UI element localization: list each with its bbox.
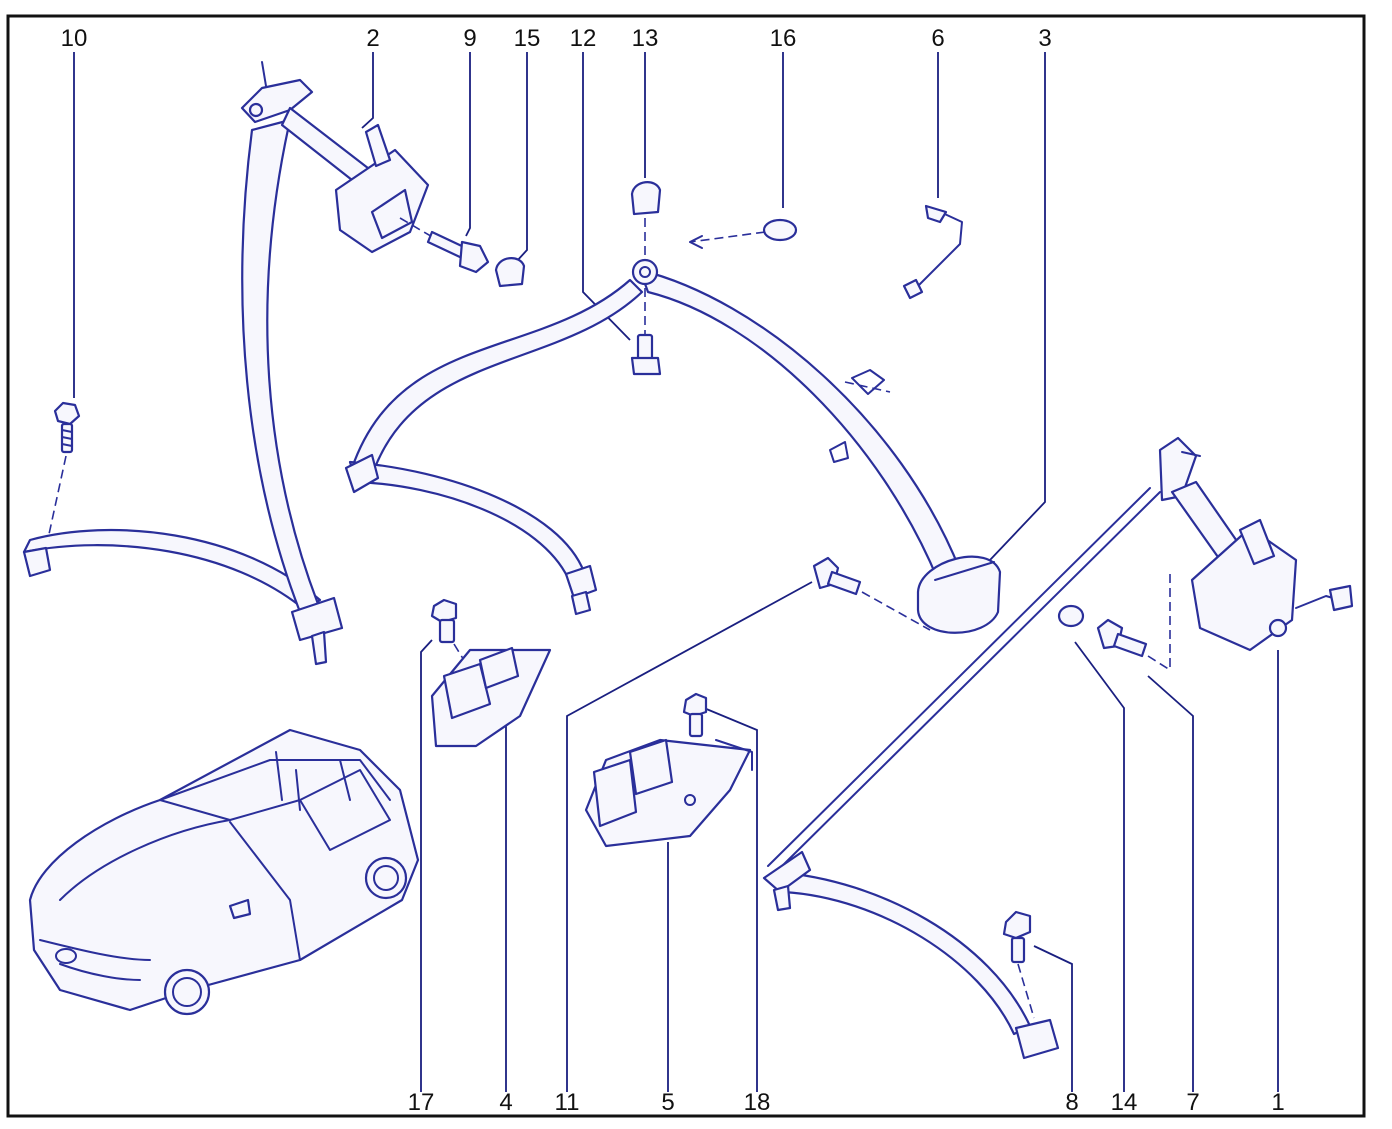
callout-8: 8 — [1065, 1089, 1078, 1116]
buckle-4 — [430, 646, 552, 748]
screw-9 — [399, 217, 490, 274]
callouts-bottom: 17 4 11 5 18 8 14 7 1 — [408, 1089, 1285, 1116]
buckle-5 — [584, 738, 753, 848]
callout-14: 14 — [1111, 1089, 1138, 1116]
callout-16: 16 — [770, 25, 797, 52]
callouts-top: 10 2 9 15 12 13 16 6 3 — [61, 25, 1052, 52]
callout-17: 17 — [408, 1089, 435, 1116]
car-illustration — [28, 728, 420, 1016]
callout-9: 9 — [463, 25, 476, 52]
callout-2: 2 — [366, 25, 379, 52]
front-right-belt — [762, 436, 1354, 1060]
cap-13 — [630, 181, 662, 258]
bolt-17 — [430, 598, 471, 671]
bolt-11 — [812, 556, 931, 631]
callout-10: 10 — [61, 25, 88, 52]
bolt-18 — [682, 692, 708, 738]
wire-6 — [902, 204, 963, 300]
callout-7: 7 — [1186, 1089, 1199, 1116]
callout-5: 5 — [661, 1089, 674, 1116]
callout-12: 12 — [570, 25, 597, 52]
rear-center-belt — [344, 258, 1002, 634]
plug-16 — [689, 218, 798, 249]
callout-11: 11 — [555, 1089, 580, 1116]
callout-6: 6 — [931, 25, 944, 52]
callout-3: 3 — [1038, 25, 1051, 52]
bolt-7 — [1096, 618, 1171, 671]
bolt-10 — [45, 401, 81, 549]
callout-15: 15 — [514, 25, 541, 52]
front-left-belt — [22, 61, 430, 666]
screw-12 — [630, 288, 662, 376]
bolt-8 — [1002, 910, 1035, 1019]
cap-14 — [1057, 604, 1085, 628]
callout-13: 13 — [632, 25, 659, 52]
callout-4: 4 — [499, 1089, 512, 1116]
diagram-frame — [6, 14, 1366, 1118]
leader-lines — [73, 52, 1279, 1092]
callout-1: 1 — [1271, 1089, 1284, 1116]
callout-18: 18 — [744, 1089, 771, 1116]
cap-15 — [494, 257, 526, 288]
